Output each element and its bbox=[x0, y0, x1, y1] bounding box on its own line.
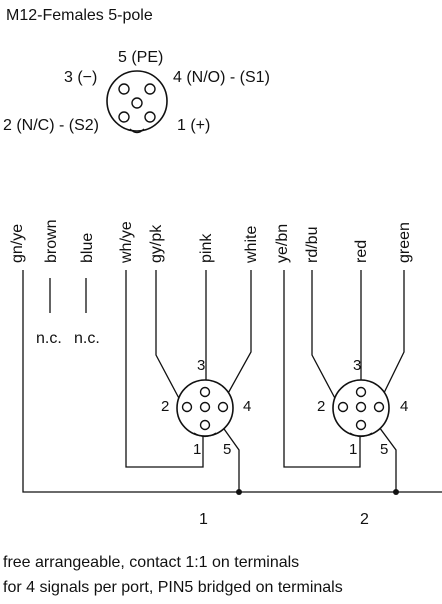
port1-number: 1 bbox=[199, 511, 208, 528]
port-2: 3 2 4 1 5 2 bbox=[283, 270, 408, 528]
wire-label-gy-pk: gy/pk bbox=[148, 224, 165, 263]
wire-label-wh-ye: wh/ye bbox=[118, 221, 135, 264]
port1-pin-1 bbox=[199, 419, 211, 431]
port1-label-2: 2 bbox=[161, 398, 169, 415]
wire-label-green: green bbox=[396, 222, 413, 263]
wire-label-red: red bbox=[353, 240, 370, 263]
port1-pin-3 bbox=[199, 386, 211, 398]
port2-label-5: 5 bbox=[380, 441, 388, 458]
port1-wire-wh-ye bbox=[125, 270, 204, 468]
port2-key-notch bbox=[349, 432, 373, 438]
diagram-title: M12-Females 5-pole bbox=[6, 7, 153, 24]
pin1-label: 1 (+) bbox=[177, 117, 210, 134]
port1-label-3: 3 bbox=[197, 357, 205, 374]
port2-pin-4 bbox=[373, 401, 385, 413]
nc-label-brown: n.c. bbox=[36, 330, 62, 347]
footer-note-2: for 4 signals per port, PIN5 bridged on … bbox=[3, 579, 343, 596]
port1-key-notch bbox=[193, 432, 217, 438]
port1-wire-gy-pk bbox=[155, 270, 183, 405]
port1-label-4: 4 bbox=[243, 398, 251, 415]
wire-label-gn-ye: gn/ye bbox=[9, 224, 26, 263]
connector-pin-3 bbox=[118, 83, 130, 95]
wire-label-white: white bbox=[243, 226, 260, 264]
wire-label-ye-bn: ye/bn bbox=[274, 224, 291, 263]
port1-pin-2 bbox=[181, 401, 193, 413]
port1-pin-4 bbox=[217, 401, 229, 413]
wire-label-rd-bu: rd/bu bbox=[304, 227, 321, 263]
connector-face-top bbox=[106, 70, 168, 134]
port1-wire-white bbox=[225, 270, 252, 398]
wire-labels: gn/ye brown blue wh/ye gy/pk pink white … bbox=[9, 219, 413, 264]
port2-label-4: 4 bbox=[400, 398, 408, 415]
connector-pin-4 bbox=[144, 83, 156, 95]
wire-label-blue: blue bbox=[79, 233, 96, 263]
port2-pin-3 bbox=[355, 386, 367, 398]
connector-pin-5 bbox=[131, 97, 143, 109]
port1-label-5: 5 bbox=[223, 441, 231, 458]
wire-label-brown: brown bbox=[43, 219, 60, 263]
wire-gn-ye-bus bbox=[22, 270, 442, 493]
pin4-label: 4 (N/O) - (S1) bbox=[173, 69, 270, 86]
port-1: 3 2 4 1 5 1 bbox=[125, 270, 252, 528]
port2-pin-5 bbox=[355, 401, 367, 413]
port1-label-1: 1 bbox=[193, 441, 201, 458]
port2-pin-2 bbox=[337, 401, 349, 413]
pin2-label: 2 (N/C) - (S2) bbox=[3, 117, 99, 134]
port2-number: 2 bbox=[360, 511, 369, 528]
pin3-label: 3 (−) bbox=[64, 69, 97, 86]
pin5-label: 5 (PE) bbox=[118, 49, 163, 66]
nc-label-blue: n.c. bbox=[74, 330, 100, 347]
port2-wire-rd-bu bbox=[311, 270, 339, 405]
connector-pin-1 bbox=[144, 111, 156, 123]
port2-label-3: 3 bbox=[353, 357, 361, 374]
connector-pin-2 bbox=[118, 111, 130, 123]
port1-pin-5 bbox=[199, 401, 211, 413]
footer-note-1: free arrangeable, contact 1:1 on termina… bbox=[3, 554, 299, 571]
port2-wire-ye-bn bbox=[283, 270, 361, 468]
wire-label-pink: pink bbox=[198, 233, 215, 263]
port2-label-1: 1 bbox=[349, 441, 357, 458]
port2-pin-1 bbox=[355, 419, 367, 431]
port2-label-2: 2 bbox=[317, 398, 325, 415]
connector-key-notch bbox=[129, 128, 145, 134]
port2-wire-green bbox=[381, 270, 405, 398]
